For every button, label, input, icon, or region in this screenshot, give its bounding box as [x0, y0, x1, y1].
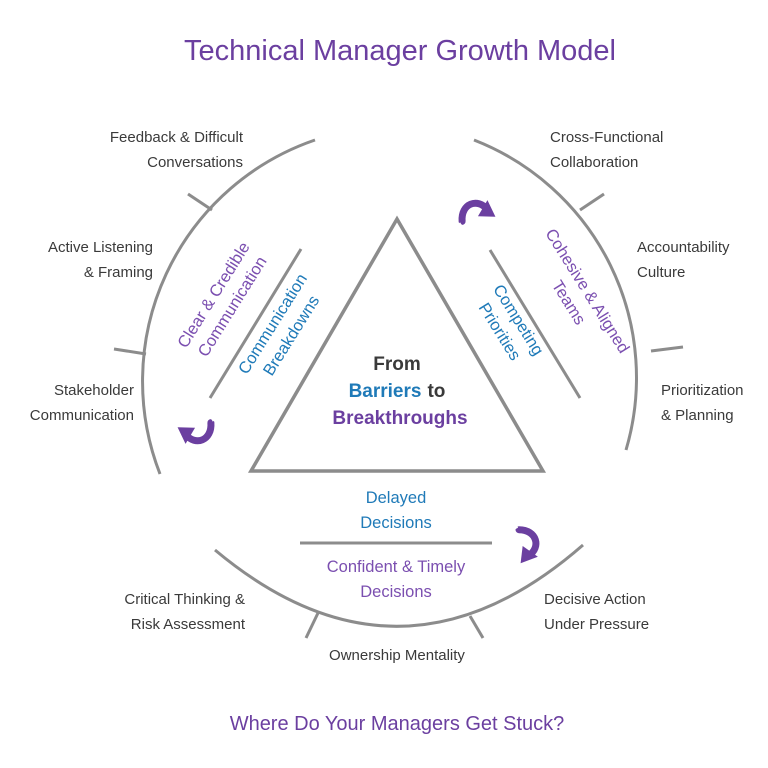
skill-label: Prioritization: [661, 382, 744, 399]
left-outer-arc: [141, 138, 316, 475]
center-line-3: Breakthroughs: [332, 408, 467, 429]
tick-mark: [113, 347, 147, 356]
skill-label: Conversations: [147, 154, 243, 171]
tick-mark: [650, 345, 684, 353]
skill-label: Collaboration: [550, 154, 638, 171]
bottom-barrier-line: Delayed: [366, 489, 427, 507]
center-connector: to: [427, 381, 445, 402]
tick-mark: [304, 612, 320, 639]
center-line-1: From: [373, 354, 421, 375]
skill-label: Feedback & Difficult: [110, 129, 244, 146]
bottom-outer-arc: [214, 543, 584, 628]
skill-label: Ownership Mentality: [329, 647, 465, 664]
curved-arrow-icon: [504, 526, 545, 568]
tick-mark: [579, 192, 605, 212]
curved-arrow-icon: [174, 411, 214, 450]
tick-mark: [187, 192, 213, 212]
skill-label: Under Pressure: [544, 616, 649, 633]
bottom-breakthrough-line: Confident & Timely: [327, 558, 466, 576]
center-highlight: Barriers: [349, 381, 422, 402]
skill-label: Cross-Functional: [550, 129, 663, 146]
skill-label: Decisive Action: [544, 591, 646, 608]
skill-label: Risk Assessment: [131, 616, 246, 633]
skill-label: Critical Thinking &: [124, 591, 245, 608]
skill-label: Culture: [637, 264, 685, 281]
skill-label: Active Listening: [48, 239, 153, 256]
bottom-barrier-line: Decisions: [360, 514, 432, 532]
tick-mark: [468, 615, 485, 639]
arc-tick-marks: [113, 192, 684, 639]
page-title: Technical Manager Growth Model: [184, 35, 616, 67]
central-triangle: [247, 215, 547, 473]
skill-label: & Planning: [661, 407, 734, 424]
skill-label: Stakeholder: [54, 382, 134, 399]
skill-label: & Framing: [84, 264, 153, 281]
left-inner-line: [208, 248, 303, 399]
right-outer-arc: [473, 138, 638, 451]
skill-label: Communication: [30, 407, 134, 424]
footer-question: Where Do Your Managers Get Stuck?: [230, 713, 565, 735]
skill-label: Accountability: [637, 239, 730, 256]
curved-arrow-icon: [459, 195, 499, 234]
right-inner-line: [488, 249, 582, 399]
bottom-breakthrough-line: Decisions: [360, 583, 432, 601]
